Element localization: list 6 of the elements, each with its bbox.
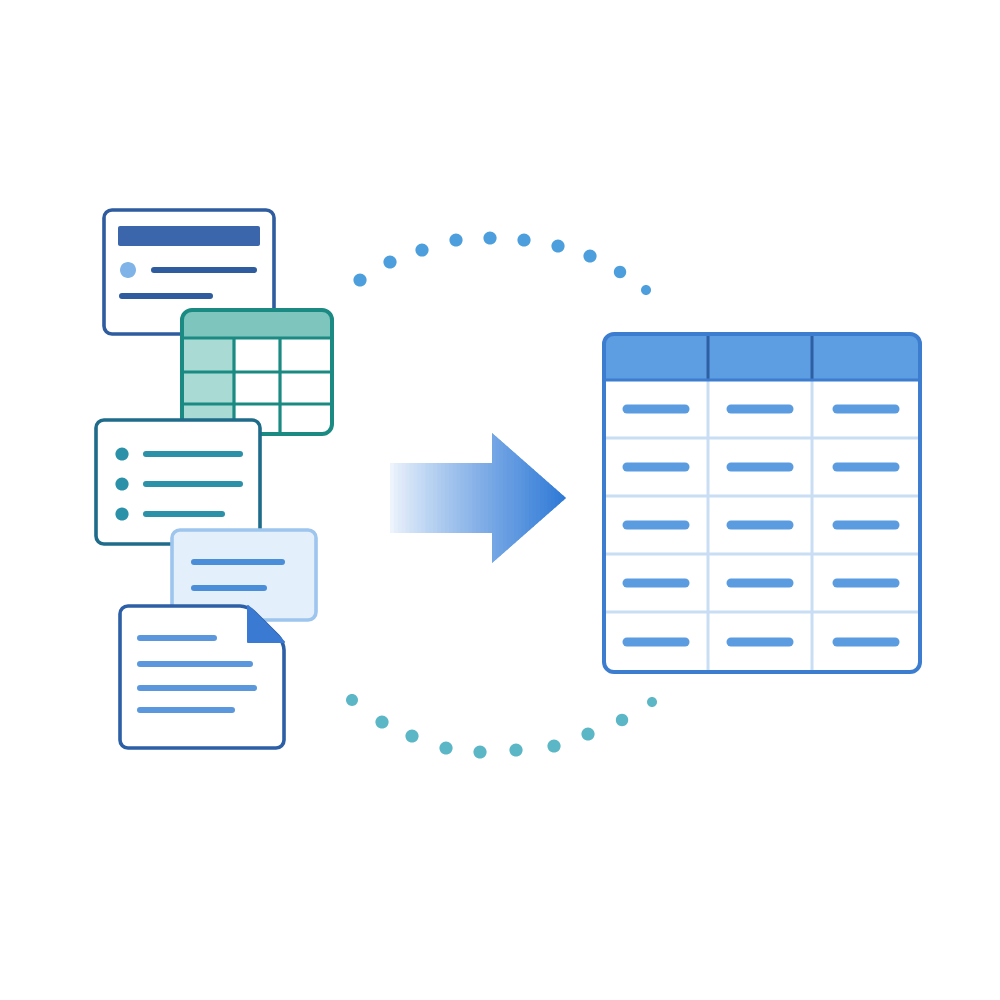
data-table	[602, 332, 922, 674]
spreadsheet-card	[180, 308, 334, 436]
note-card	[170, 528, 318, 622]
list-card	[94, 418, 262, 546]
arrow	[390, 433, 566, 563]
document-page	[118, 604, 286, 750]
